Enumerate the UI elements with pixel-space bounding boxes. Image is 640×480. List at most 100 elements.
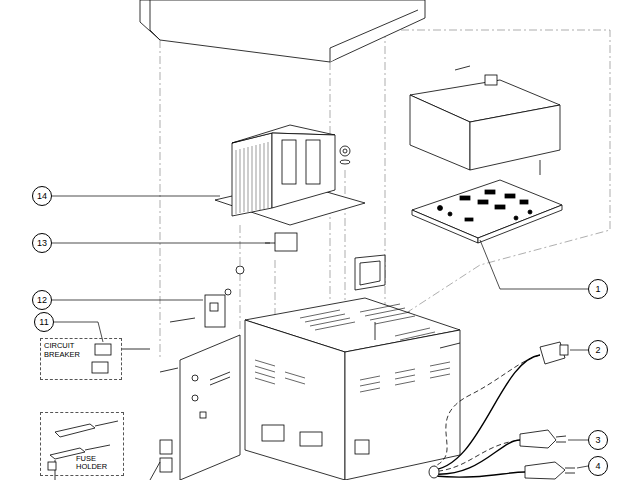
circuit-board <box>412 180 562 243</box>
transformer <box>236 150 237 214</box>
circuit-board <box>520 200 528 204</box>
housing <box>430 368 450 372</box>
terminal-part <box>205 295 225 327</box>
assembly-line <box>345 170 346 300</box>
front-panel <box>200 412 206 418</box>
leader-line <box>577 466 588 468</box>
housing <box>395 369 415 373</box>
leader-line <box>570 350 588 351</box>
circuit-board <box>438 206 443 211</box>
housing <box>430 362 450 366</box>
housing <box>395 375 415 379</box>
housing <box>255 372 275 378</box>
housing <box>360 376 380 380</box>
breaker-part <box>92 344 150 373</box>
fuse-parts <box>55 424 95 437</box>
callout-number: 4 <box>595 462 600 471</box>
switch-part <box>160 458 172 472</box>
plug <box>556 436 566 437</box>
callout-number: 14 <box>37 192 47 201</box>
group-label: FUSE HOLDER <box>76 455 120 472</box>
leader-line <box>480 240 500 289</box>
transformer <box>272 133 335 208</box>
housing <box>315 322 355 330</box>
housing <box>262 425 284 441</box>
front-panel <box>180 335 240 480</box>
housing <box>255 304 450 392</box>
callout-circle: 2 <box>588 340 608 360</box>
front-panel <box>210 377 230 385</box>
circuit-board <box>478 205 562 243</box>
callout-circle: 11 <box>34 312 54 332</box>
callout-circle: 1 <box>588 279 608 299</box>
housing <box>355 440 369 454</box>
plug <box>560 345 568 355</box>
power-cord <box>430 355 540 470</box>
transformer <box>268 142 269 208</box>
transformer <box>248 147 249 212</box>
terminal-part <box>210 303 218 311</box>
transformer <box>215 125 365 225</box>
callout-circle: 12 <box>32 290 52 310</box>
circuit-board <box>412 180 562 238</box>
top-cover <box>150 0 160 40</box>
plug <box>565 473 575 474</box>
housing <box>375 322 376 340</box>
front-panel <box>210 372 230 380</box>
power-cord <box>434 472 525 477</box>
circuit-board <box>505 194 515 198</box>
circuit-board <box>495 205 505 209</box>
housing <box>365 308 405 316</box>
pcb-bracket <box>455 66 470 70</box>
callout-number: 11 <box>39 318 48 327</box>
top-cover <box>330 10 418 62</box>
callout-number: 1 <box>595 285 600 294</box>
meter-frame <box>355 255 385 290</box>
transformer <box>343 149 347 153</box>
transformer <box>306 140 320 184</box>
front-panel <box>160 335 240 480</box>
transformer <box>264 143 265 209</box>
circuit-board <box>485 190 495 194</box>
leader-line <box>52 196 220 197</box>
circuit-board <box>438 190 533 221</box>
fuse-parts <box>95 421 118 426</box>
housing <box>360 304 400 312</box>
leader-line <box>500 289 588 290</box>
meter-frame <box>355 255 385 290</box>
leader-line <box>568 440 588 441</box>
housing <box>345 330 460 480</box>
plug <box>520 430 556 448</box>
housing <box>400 332 435 340</box>
assembly-line <box>380 30 610 330</box>
transformer <box>252 146 253 211</box>
fuse-parts <box>48 462 56 470</box>
callout-circle: 14 <box>32 186 52 206</box>
breaker-part <box>92 362 108 373</box>
housing <box>285 378 305 384</box>
housing <box>300 310 340 318</box>
circuit-board <box>478 200 488 204</box>
plug <box>556 442 566 443</box>
callout-number: 12 <box>37 296 47 305</box>
terminal-part <box>170 318 195 322</box>
callout-circle: 13 <box>32 233 52 253</box>
callout-number: 13 <box>37 239 47 248</box>
housing <box>300 432 322 446</box>
leader-line <box>54 322 103 342</box>
switch-part <box>236 266 244 274</box>
circuit-board <box>460 196 470 200</box>
circuit-board <box>465 218 473 221</box>
breaker-part <box>95 344 111 355</box>
transformer <box>260 144 261 210</box>
housing <box>245 298 460 480</box>
housing <box>305 314 345 322</box>
power-cord <box>430 355 540 468</box>
transformer <box>244 148 245 212</box>
transformer <box>240 149 241 213</box>
housing <box>245 320 345 480</box>
transformer <box>236 142 268 214</box>
